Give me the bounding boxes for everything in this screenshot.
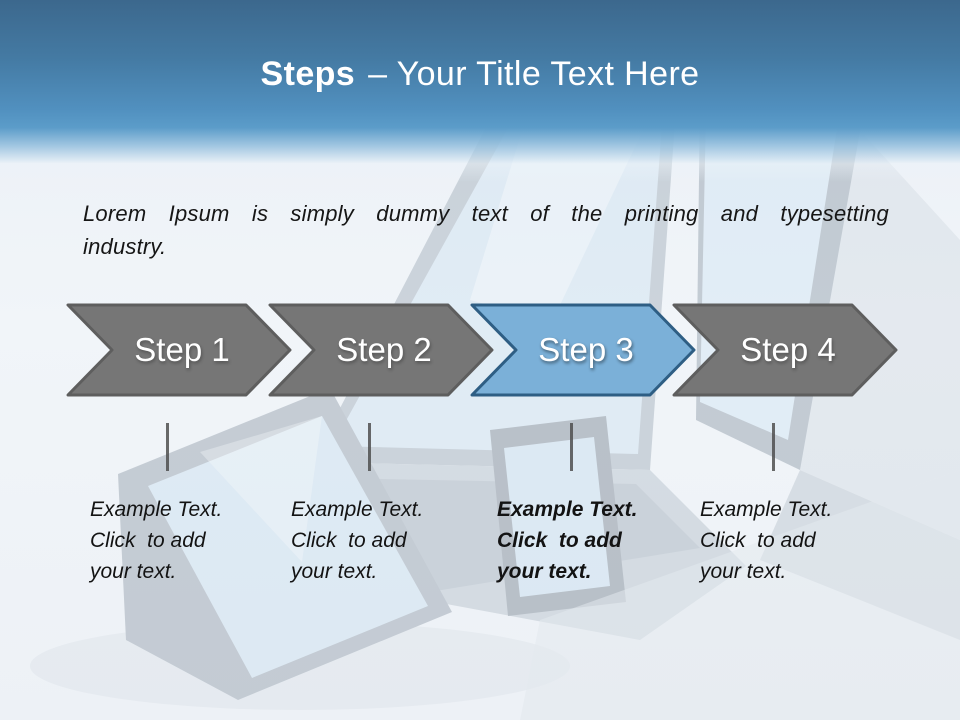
intro-paragraph: Lorem Ipsum is simply dummy text of the … xyxy=(83,197,889,263)
desc-line: Click to add xyxy=(497,529,622,552)
step-connector-line xyxy=(570,423,573,471)
step-label: Step 2 xyxy=(336,331,432,368)
step-description-3-highlighted: Example Text. Click to add your text. xyxy=(497,494,662,587)
step-connector-line xyxy=(772,423,775,471)
step-label: Step 4 xyxy=(740,331,836,368)
step-label: Step 3 xyxy=(538,331,634,368)
step-chevron-4: Step 4 xyxy=(672,303,900,397)
title-subtitle: – Your Title Text Here xyxy=(368,55,700,93)
step-connector-line xyxy=(166,423,169,471)
step-description-1: Example Text. Click to add your text. xyxy=(90,494,255,587)
desc-line: your text. xyxy=(497,560,592,583)
step-chevron-3-highlighted: Step 3 xyxy=(470,303,698,397)
step-description-4: Example Text. Click to add your text. xyxy=(700,494,865,587)
step-label: Step 1 xyxy=(134,331,230,368)
intro-line: industry. xyxy=(83,234,167,259)
step-chevron-2: Step 2 xyxy=(268,303,496,397)
step-chevron-1: Step 1 xyxy=(66,303,294,397)
desc-line: your text. xyxy=(700,560,787,583)
desc-line: your text. xyxy=(291,560,378,583)
step-description-2: Example Text. Click to add your text. xyxy=(291,494,456,587)
page-title: Steps – Your Title Text Here xyxy=(0,55,960,94)
desc-line: your text. xyxy=(90,560,177,583)
step-connector-line xyxy=(368,423,371,471)
intro-line: Lorem Ipsum is simply dummy text of the … xyxy=(83,201,889,226)
tablet-shadow xyxy=(30,622,570,710)
desc-line: Example Text. xyxy=(291,498,424,521)
desc-line: Example Text. xyxy=(90,498,223,521)
desc-line: Click to add xyxy=(291,529,407,552)
desc-line: Example Text. xyxy=(497,498,638,521)
title-keyword: Steps xyxy=(260,55,356,93)
desc-line: Example Text. xyxy=(700,498,833,521)
desc-line: Click to add xyxy=(90,529,206,552)
desc-line: Click to add xyxy=(700,529,816,552)
title-bar: Steps – Your Title Text Here xyxy=(0,0,960,182)
